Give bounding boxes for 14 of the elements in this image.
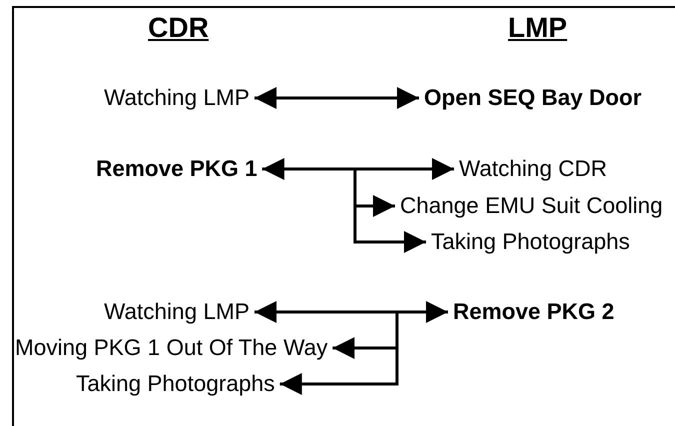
task-label: Remove PKG 2 [453, 299, 614, 325]
task-label: Change EMU Suit Cooling [400, 193, 663, 219]
task-label: Taking Photographs [431, 229, 630, 255]
column-heading: LMP [508, 12, 568, 44]
column-heading: CDR [148, 12, 209, 44]
task-label: Watching CDR [459, 156, 607, 182]
arrow [254, 87, 419, 109]
task-label: Watching LMP [104, 299, 250, 325]
arrow [262, 168, 426, 253]
task-label: Remove PKG 1 [96, 156, 258, 182]
task-label: Moving PKG 1 Out Of The Way [15, 335, 328, 361]
task-label: Taking Photographs [76, 371, 275, 397]
task-label: Open SEQ Bay Door [424, 85, 642, 111]
task-label: Watching LMP [104, 85, 250, 111]
